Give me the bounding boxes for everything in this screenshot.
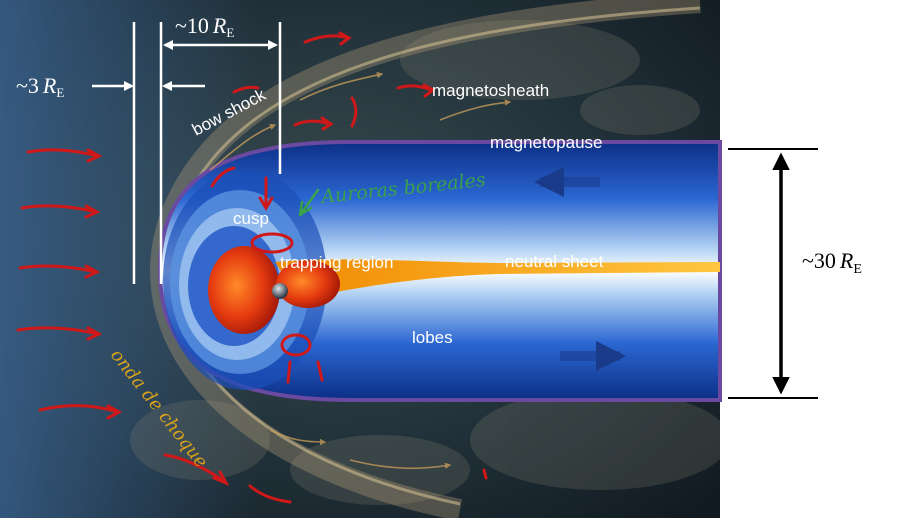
dimension-lines bbox=[92, 22, 282, 284]
label-cusp: cusp bbox=[233, 209, 269, 228]
label-lobes: lobes bbox=[412, 328, 453, 347]
radiation-belt-left bbox=[208, 246, 280, 334]
label-trapping-region: trapping region bbox=[280, 253, 393, 272]
radiation-belt-right bbox=[276, 260, 340, 308]
particle-flow-arrows bbox=[209, 71, 512, 470]
green-arrow-icon bbox=[298, 188, 320, 217]
label-neutral-sheet: neutral sheet bbox=[505, 252, 604, 271]
solar-wind-arrows bbox=[16, 31, 488, 504]
label-magnetopause: magnetopause bbox=[490, 133, 602, 152]
label-magnetosheath: magnetosheath bbox=[432, 81, 549, 100]
neutral-sheet-band bbox=[275, 259, 720, 300]
earth-icon bbox=[272, 283, 288, 299]
